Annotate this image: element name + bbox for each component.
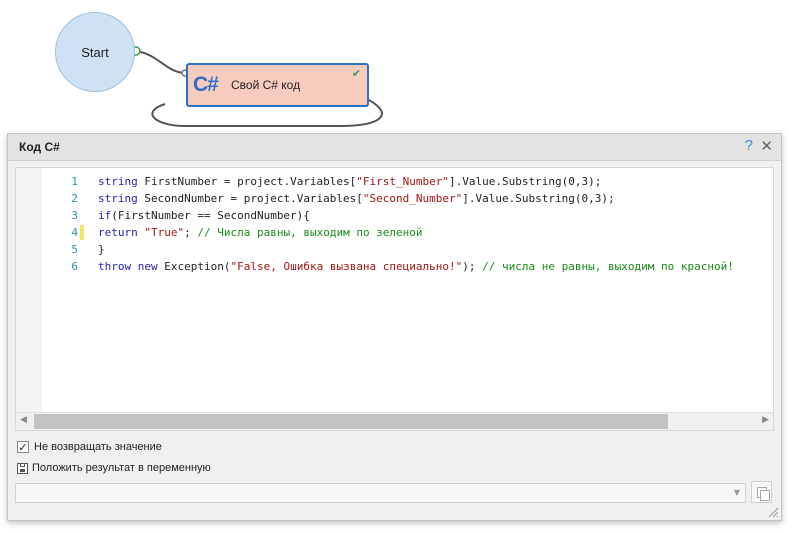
code-line[interactable]: 5} — [42, 241, 773, 258]
put-result-label: Положить результат в переменную — [32, 462, 211, 474]
code-token: ; — [184, 226, 198, 239]
csharp-code-node[interactable]: C# Свой C# код ✔ — [186, 63, 369, 107]
line-number: 1 — [71, 175, 78, 188]
code-token: if — [98, 209, 112, 222]
start-node-label: Start — [81, 44, 109, 60]
scrollbar-thumb[interactable] — [34, 414, 668, 429]
resize-grip-icon[interactable] — [767, 506, 779, 518]
copy-icon-back — [760, 490, 770, 501]
start-node[interactable]: Start — [55, 12, 135, 92]
code-token: // числа не равны, выходим по красной! — [482, 260, 734, 273]
scroll-left-icon[interactable]: ◀ — [20, 415, 27, 425]
help-button[interactable]: ? — [744, 137, 753, 154]
close-button[interactable]: ✕ — [760, 138, 773, 155]
line-number: 4 — [71, 226, 78, 239]
code-token: throw — [98, 260, 132, 273]
code-token: FirstNumber = project.Variables[ — [137, 175, 357, 188]
csharp-icon: C# — [193, 73, 219, 96]
code-token: SecondNumber = project.Variables[ — [137, 192, 363, 205]
cs-output-wire — [151, 99, 383, 127]
dialog-titlebar[interactable]: Код C# ? ✕ — [8, 134, 781, 161]
code-token: "Second_Number" — [362, 192, 463, 205]
code-text: throw new Exception("False, Ошибка вызва… — [98, 258, 734, 275]
code-token: , — [574, 175, 582, 188]
code-token: return — [98, 226, 138, 239]
code-token: ].Value.Substring(0,3); — [462, 192, 615, 205]
code-line[interactable]: 6 throw new Exception("False, Ошибка вызв… — [42, 258, 773, 275]
code-text: string FirstNumber = project.Variables["… — [98, 173, 601, 190]
no-return-label: Не возвращать значение — [34, 441, 162, 453]
code-token: 0 — [568, 175, 575, 188]
code-text: string SecondNumber = project.Variables[… — [98, 190, 615, 207]
code-token: "First_Number" — [356, 175, 450, 188]
code-text: if(FirstNumber == SecondNumber){ — [98, 207, 310, 224]
code-token: } — [98, 243, 105, 256]
chevron-down-icon[interactable]: ▼ — [733, 488, 740, 497]
no-return-option[interactable]: ✓ Не возвращать значение — [17, 441, 162, 454]
code-token: // Числа равны, выходим по зеленой — [197, 226, 423, 239]
scroll-right-icon[interactable]: ▶ — [762, 415, 769, 425]
save-icon — [17, 462, 28, 474]
code-token: ); — [462, 260, 483, 273]
line-number: 5 — [71, 243, 78, 256]
code-token: new — [137, 260, 158, 273]
code-token: string — [98, 192, 138, 205]
dialog-title: Код C# — [19, 140, 60, 154]
editor-gutter — [16, 168, 42, 414]
check-icon: ✔ — [351, 67, 361, 80]
no-return-checkbox[interactable]: ✓ — [17, 441, 29, 454]
code-token: "True" — [144, 226, 185, 239]
code-line[interactable]: 3 if(FirstNumber == SecondNumber){ — [42, 207, 773, 224]
code-text: } — [98, 241, 105, 258]
copy-button[interactable] — [751, 481, 772, 503]
code-token: string — [98, 175, 138, 188]
code-line[interactable]: 2 string SecondNumber = project.Variables… — [42, 190, 773, 207]
line-number: 3 — [71, 209, 78, 222]
code-token: Exception( — [157, 260, 231, 273]
horizontal-scrollbar[interactable]: ◀ ▶ — [16, 412, 773, 430]
modified-line-marker — [80, 225, 84, 240]
put-result-option: Положить результат в переменную — [17, 462, 211, 474]
code-token: "False, Ошибка вызвана специально!" — [230, 260, 463, 273]
csharp-node-label: Свой C# код — [231, 78, 301, 92]
code-line[interactable]: 1 string FirstNumber = project.Variables[… — [42, 173, 773, 190]
code-editor[interactable]: 1 string FirstNumber = project.Variables[… — [15, 167, 774, 431]
code-token — [131, 260, 138, 273]
csharp-code-dialog: Код C# ? ✕ 1 string FirstNumber = project… — [7, 133, 782, 521]
start-to-cs-wire — [135, 50, 186, 74]
variable-select[interactable]: ▼ — [15, 483, 746, 503]
line-number: 2 — [71, 192, 78, 205]
line-number: 6 — [71, 260, 78, 273]
code-text: return "True"; // Числа равны, выходим п… — [98, 224, 423, 241]
code-lines: 1 string FirstNumber = project.Variables[… — [42, 173, 773, 275]
code-token: (FirstNumber == SecondNumber){ — [111, 209, 310, 222]
code-token: ].Value.Substring( — [449, 175, 569, 188]
code-line[interactable]: 4 return "True"; // Числа равны, выходим … — [42, 224, 773, 241]
code-token: 3 — [581, 175, 589, 188]
code-token: ); — [588, 175, 602, 188]
